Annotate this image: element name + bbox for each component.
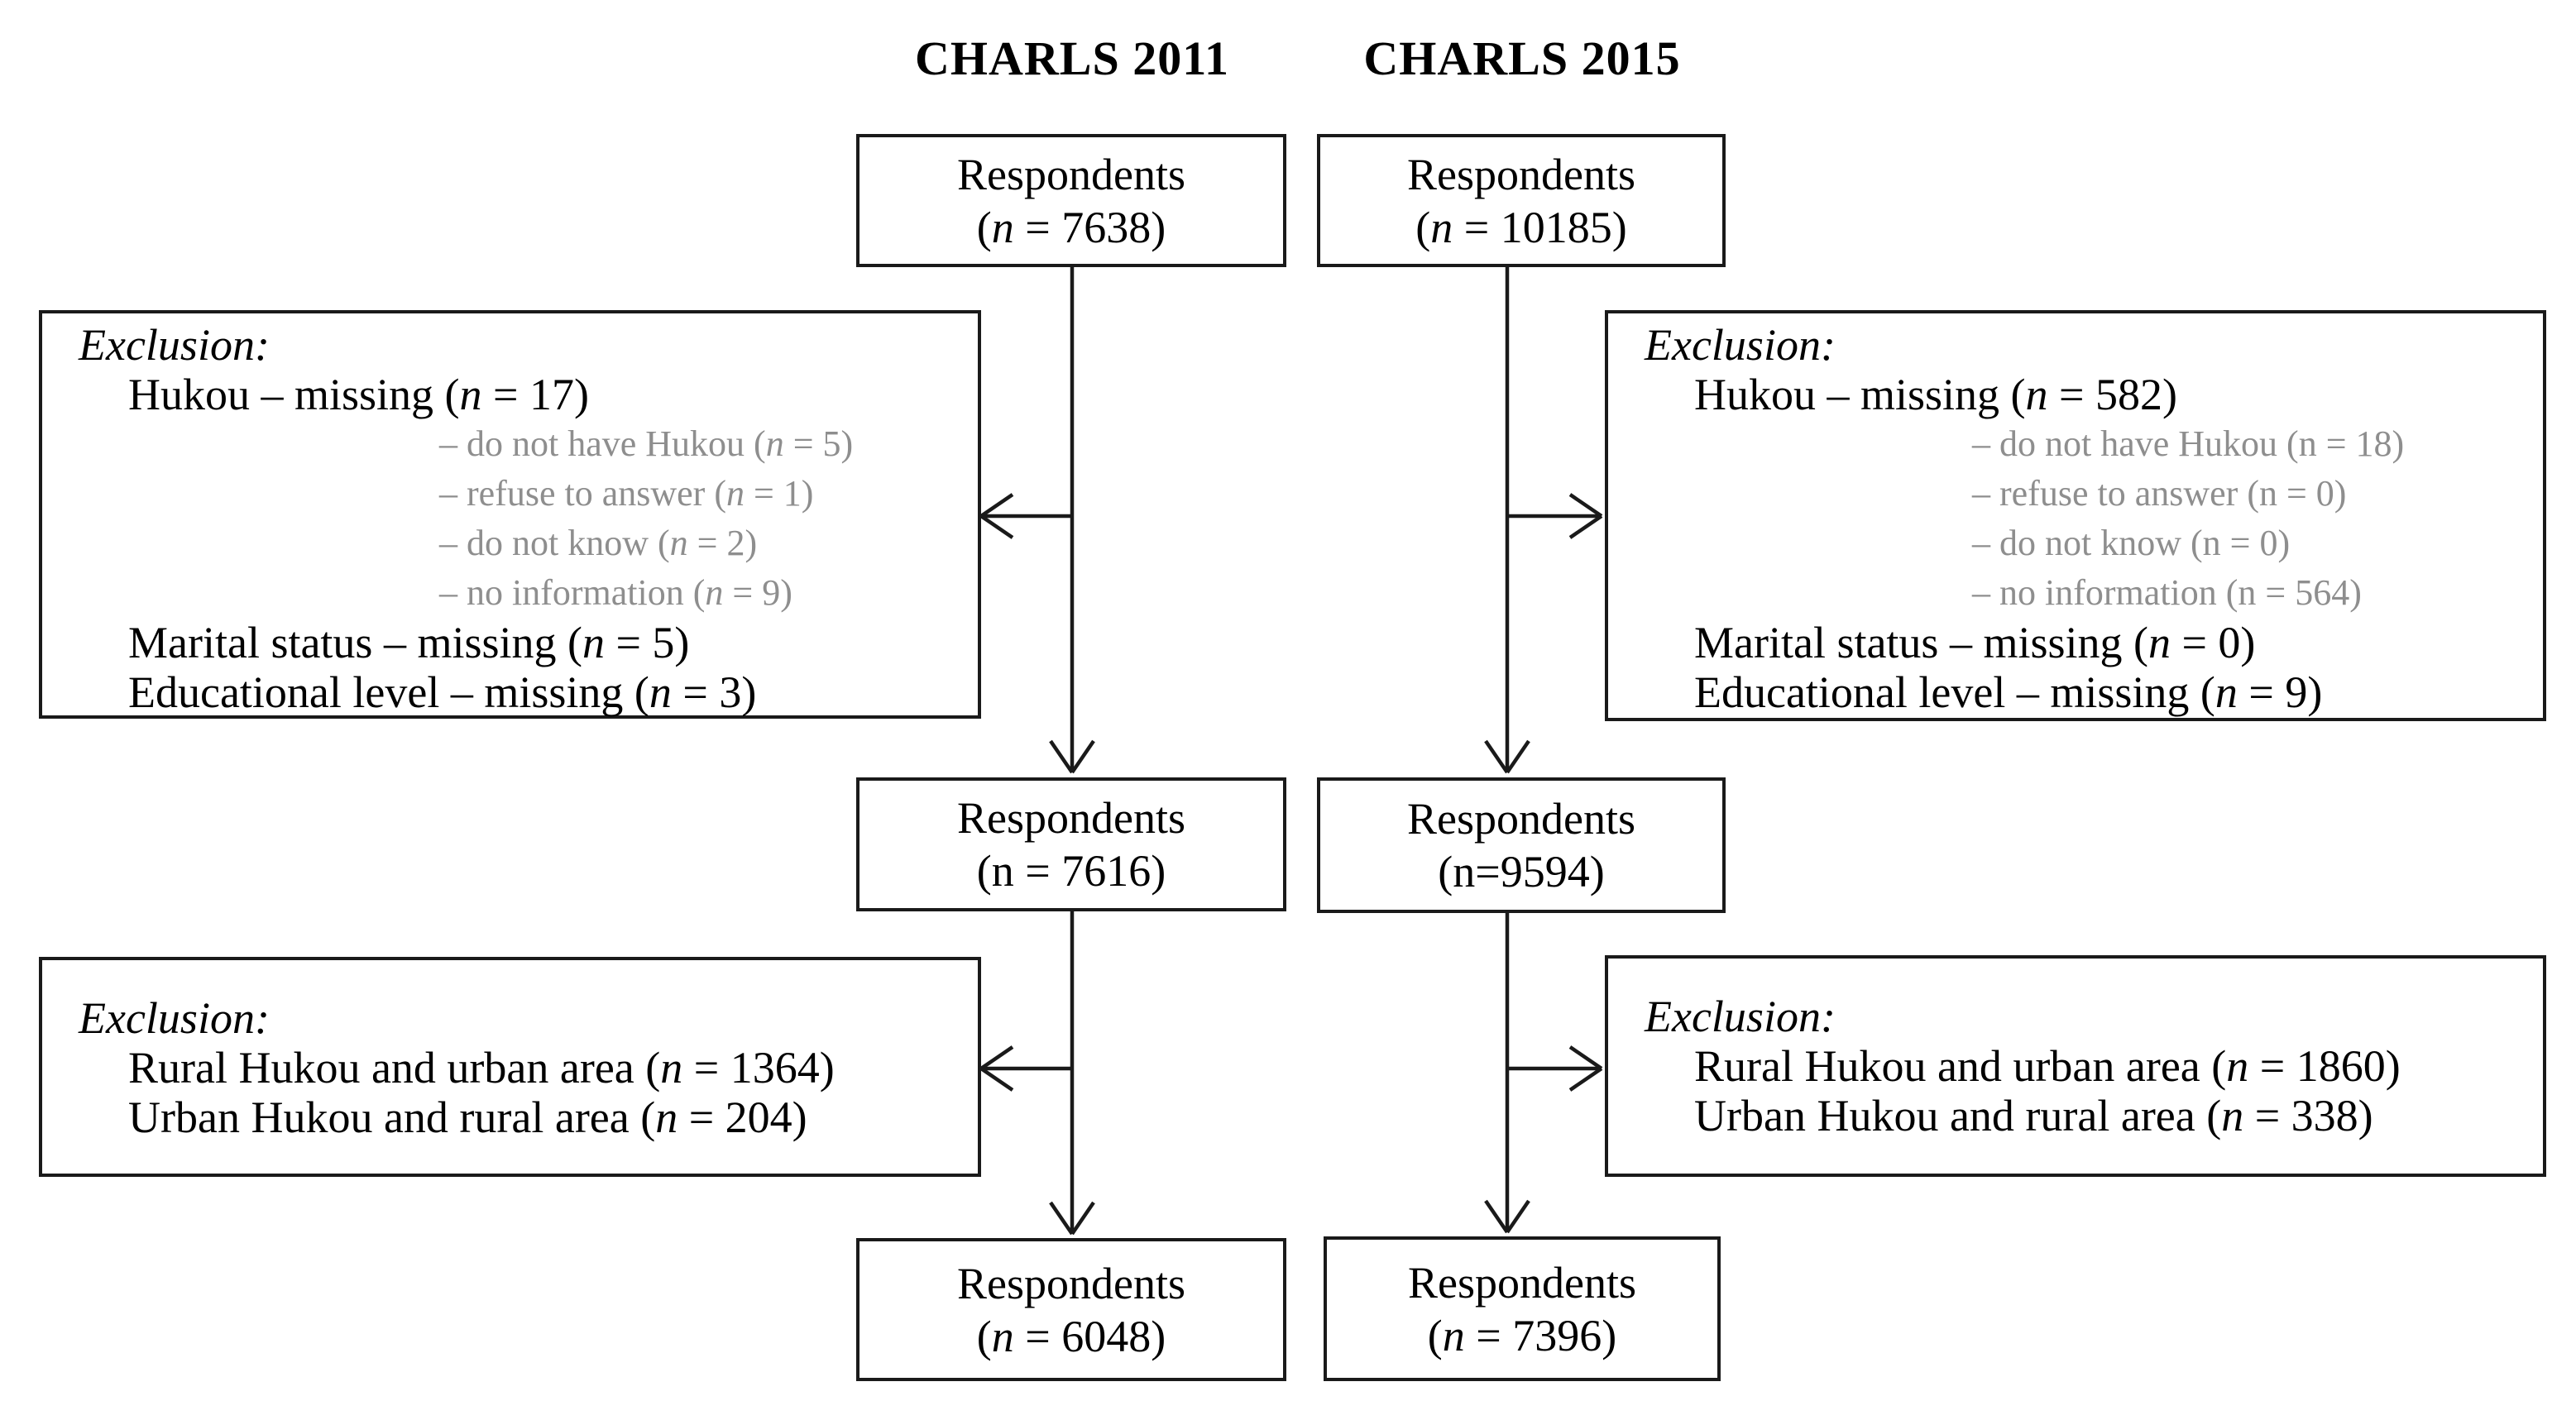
sample-size-n: n <box>765 423 784 464</box>
text-line: (n = 7616) <box>976 846 1166 896</box>
sample-size-n: n <box>1430 202 1453 252</box>
text-line: (n = 7638) <box>976 202 1166 252</box>
text-line: Exclusion: <box>1645 992 1836 1041</box>
sample-size-n: n <box>2025 370 2048 419</box>
text-line: Marital status – missing (n = 5) <box>128 618 690 667</box>
arrows-charls-2011-column <box>979 267 1095 1236</box>
sample-size-n: n <box>582 618 605 667</box>
sample-size-n: n <box>2226 1041 2249 1091</box>
text-line: Marital status – missing (n = 0) <box>1694 618 2256 667</box>
text-line: – do not have Hukou (n = 5) <box>439 423 854 464</box>
text-line: Respondents <box>957 793 1185 843</box>
sample-size-n: n <box>2147 618 2171 667</box>
exclusion-box-2015-missing-data: Exclusion:Hukou – missing (n = 582)– do … <box>1605 310 2546 721</box>
exclusion-box-2015-hukou-area-mismatch: Exclusion:Rural Hukou and urban area (n … <box>1605 955 2546 1177</box>
text-line: Rural Hukou and urban area (n = 1364) <box>128 1043 835 1092</box>
sample-size-n: n <box>1442 1310 1465 1360</box>
sample-size-n: n <box>2221 1091 2244 1140</box>
text-line: – refuse to answer (n = 1) <box>439 473 814 514</box>
text-line: Urban Hukou and rural area (n = 204) <box>128 1092 807 1142</box>
text-line: Urban Hukou and rural area (n = 338) <box>1694 1091 2373 1140</box>
sample-size-n: n <box>705 572 724 613</box>
sample-size-n: n <box>991 1311 1014 1361</box>
text-line: Hukou – missing (n = 582) <box>1694 370 2177 419</box>
text-line: Rural Hukou and urban area (n = 1860) <box>1694 1041 2401 1091</box>
text-line: Exclusion: <box>79 320 270 370</box>
sample-size-n: n <box>669 523 688 563</box>
text-line: Respondents <box>1408 1257 1636 1308</box>
text-line: (n = 10185) <box>1415 202 1627 252</box>
sample-size-n: n <box>660 1043 683 1092</box>
sample-size-n: n <box>459 370 482 419</box>
text-line: Exclusion: <box>79 993 270 1043</box>
respondents-box-2015-initial: Respondents(n = 10185) <box>1317 134 1726 267</box>
sample-size-n: n <box>725 473 745 514</box>
respondents-box-2011-after-missing-exclusion: Respondents(n = 7616) <box>856 777 1286 911</box>
respondents-box-2011-final: Respondents(n = 6048) <box>856 1238 1286 1381</box>
text-line: – do not have Hukou (n = 18) <box>1972 423 2405 464</box>
text-line: (n = 7396) <box>1427 1310 1617 1360</box>
text-line: Respondents <box>1407 794 1635 844</box>
text-line: Respondents <box>957 1258 1185 1308</box>
text-line: – do not know (n = 0) <box>1972 523 2291 563</box>
sample-size-n: n <box>991 202 1014 252</box>
exclusion-box-2011-missing-data: Exclusion:Hukou – missing (n = 17)– do n… <box>39 310 981 719</box>
sample-size-n: n <box>649 667 672 717</box>
text-line: Educational level – missing (n = 9) <box>1694 667 2323 717</box>
text-line: (n = 6048) <box>976 1311 1166 1361</box>
arrows-charls-2015-column <box>1484 267 1603 1234</box>
respondents-box-2015-final: Respondents(n = 7396) <box>1324 1236 1721 1381</box>
column-header-charls-2011: CHARLS 2011 <box>914 31 1229 85</box>
exclusion-box-2011-hukou-area-mismatch: Exclusion:Rural Hukou and urban area (n … <box>39 957 981 1177</box>
text-line: Exclusion: <box>1645 320 1836 370</box>
respondents-box-2015-after-missing-exclusion: Respondents(n=9594) <box>1317 777 1726 913</box>
sample-size-n: n <box>2214 667 2238 717</box>
text-line: (n=9594) <box>1438 847 1605 896</box>
text-line: Respondents <box>1407 149 1635 199</box>
text-line: Educational level – missing (n = 3) <box>128 667 757 717</box>
respondents-box-2011-initial: Respondents(n = 7638) <box>856 134 1286 267</box>
text-line: Hukou – missing (n = 17) <box>128 370 589 419</box>
text-line: – refuse to answer (n = 0) <box>1972 473 2347 514</box>
text-line: Respondents <box>957 149 1185 199</box>
column-header-charls-2015: CHARLS 2015 <box>1363 31 1681 85</box>
text-line: – do not know (n = 2) <box>439 523 758 563</box>
sample-size-n: n <box>655 1092 678 1142</box>
text-line: – no information (n = 564) <box>1972 572 2362 613</box>
text-line: – no information (n = 9) <box>439 572 792 613</box>
